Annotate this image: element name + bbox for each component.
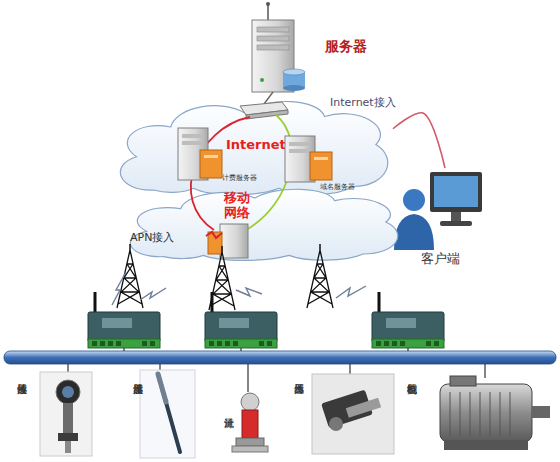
billing-server-node: 计费服务器 [166,114,266,184]
client-icon [394,172,482,250]
node-label: 客户端 [421,252,460,267]
dtu-device [372,292,444,348]
client-node: 客户端 [395,168,495,272]
field-bus [4,351,556,364]
dns-server-icon [285,136,332,182]
node-label: Internet [226,138,286,153]
apn-gateway-icon [206,224,248,258]
sensor-node: 压力传感器 [285,368,405,460]
cloud-outline [118,182,403,262]
level-sensor-image [40,372,92,456]
wireless-signal [112,272,366,305]
main-server-icon [252,2,305,92]
sensor-node: 温度传感器 [118,368,198,460]
node-label: 移动网络 [224,191,252,221]
mobile-link [191,117,250,230]
motor-controller-node: 电机控制器 [398,368,553,460]
motor-image [440,376,550,450]
dns-server-node: 域名服务器 [280,132,370,194]
server-node: 服务器 [245,10,385,98]
node-label: 服务器 [325,38,367,54]
radio-tower [307,244,333,308]
node-label: APN接入 [130,232,174,245]
mobile-link [246,115,292,230]
radio-tower [209,246,235,310]
router-icon [240,102,288,119]
uplink-wire [264,92,273,104]
dtu-device [205,292,277,348]
sensor-node: 液位传感器 [10,368,95,460]
pressure-sensor-image [312,374,394,454]
node-label: 域名服务器 [320,183,355,191]
node-label: 计费服务器 [222,174,257,182]
dtu-device [88,292,160,348]
sensor-node: 流量计 [195,368,280,460]
cloud-outline [130,189,397,260]
billing-server-icon [178,128,222,180]
flow-meter-image [232,393,268,452]
mobile-network-cloud: 移动网络 APN接入 [118,182,403,262]
radio-tower [117,244,143,308]
connection-line [393,113,445,168]
cloud-outline [120,101,387,194]
temperature-probe-image [140,370,195,458]
bus-drop-wire [68,348,485,392]
connection-label: Internet接入 [330,95,396,110]
